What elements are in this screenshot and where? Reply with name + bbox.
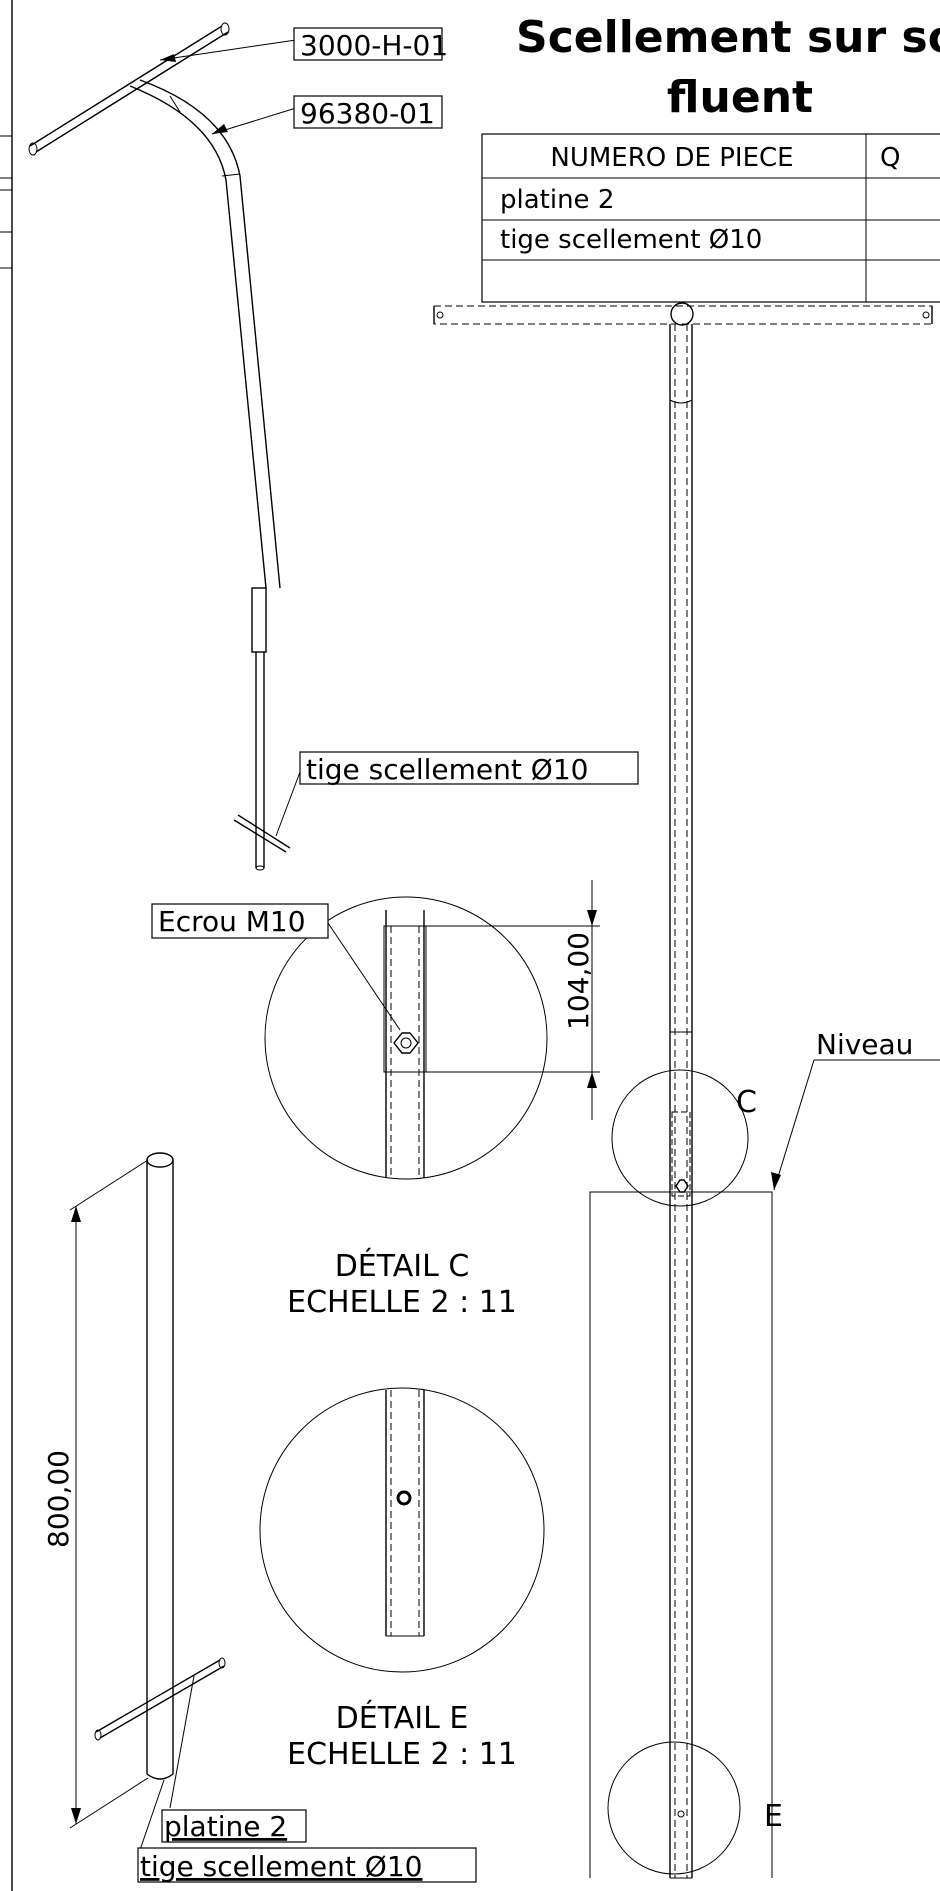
drawing-title: Scellement sur so fluent	[516, 12, 940, 123]
bom-header-qty: Q	[880, 143, 900, 173]
detail-e-view	[259, 1387, 545, 1673]
bom-header-part: NUMERO DE PIECE	[550, 143, 793, 173]
label-niveau: Niveau	[816, 1028, 913, 1061]
title-line-2: fluent	[667, 72, 813, 123]
dimension-104: 104,00	[562, 932, 595, 1030]
callout-ecrou: Ecrou M10	[151, 903, 401, 1031]
label-platine-2: platine 2	[164, 1810, 287, 1843]
isometric-view	[28, 22, 291, 871]
bom-row-1: platine 2	[500, 185, 614, 215]
sheet-border	[0, 0, 13, 1891]
detail-e-scale: ECHELLE 2 : 11	[287, 1737, 517, 1772]
bom-row-2: tige scellement Ø10	[500, 225, 762, 255]
detail-c-view: 104,00	[264, 880, 600, 1180]
dimension-800: 800,00	[42, 1450, 75, 1548]
label-tige-scellement-bottom: tige scellement Ø10	[140, 1850, 422, 1883]
label-ecrou-m10: Ecrou M10	[158, 905, 306, 938]
detail-e-caption: DÉTAIL E ECHELLE 2 : 11	[287, 1700, 517, 1772]
callout-3000: 3000-H-01	[159, 27, 448, 62]
detail-c-marker: C	[736, 1085, 757, 1120]
label-3000-h-01: 3000-H-01	[300, 29, 448, 62]
label-96380-01: 96380-01	[300, 97, 435, 130]
callout-tige-iso: tige scellement Ø10	[275, 751, 639, 837]
detail-c-title: DÉTAIL C	[335, 1248, 470, 1284]
detail-e-marker: E	[764, 1799, 783, 1834]
label-tige-scellement-iso: tige scellement Ø10	[306, 753, 588, 786]
main-front-view: C E	[433, 302, 933, 1879]
callout-niveau: Niveau	[771, 1028, 940, 1191]
detail-e-title: DÉTAIL E	[336, 1700, 469, 1736]
title-line-1: Scellement sur so	[516, 12, 940, 63]
rod-isometric-view: 800,00	[42, 1152, 226, 1829]
callout-96380: 96380-01	[211, 95, 443, 135]
detail-c-scale: ECHELLE 2 : 11	[287, 1285, 517, 1320]
bom-table: NUMERO DE PIECE Q platine 2 tige scellem…	[481, 133, 940, 303]
callout-tige-bottom: tige scellement Ø10	[137, 1779, 477, 1883]
detail-c-caption: DÉTAIL C ECHELLE 2 : 11	[287, 1248, 517, 1320]
callout-platine: platine 2	[161, 1675, 307, 1843]
